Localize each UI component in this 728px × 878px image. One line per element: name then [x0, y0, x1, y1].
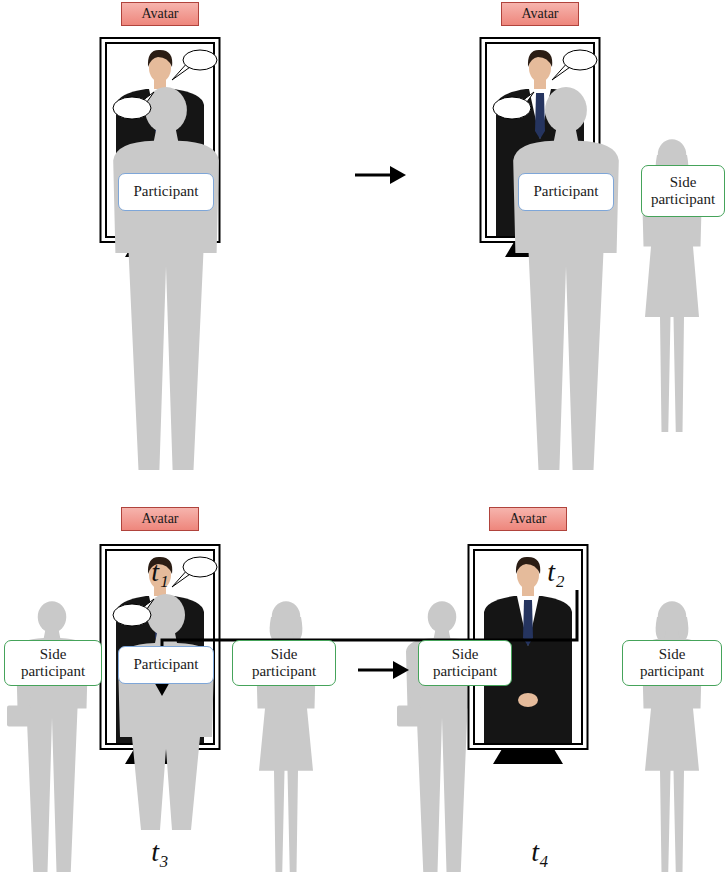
node-label: Side participant: [10, 646, 96, 681]
participant-silhouette: [118, 594, 214, 830]
speech-bubble: [172, 557, 217, 587]
speech-bubble: [172, 50, 217, 80]
time-step-label: t₂: [547, 558, 565, 586]
briefcase: [7, 706, 31, 727]
sequence-arrow-line: [355, 174, 391, 177]
avatar-tie: [535, 93, 545, 139]
speech-bubble: [113, 599, 154, 626]
speech-bubble-body: [113, 604, 151, 626]
participant-label-box: Participant: [118, 173, 214, 211]
silhouette-body: [513, 130, 619, 470]
speech-bubble-body: [493, 97, 531, 119]
briefcase: [397, 706, 421, 727]
panel: [481, 38, 619, 470]
side-participant-label-box: Side participant: [4, 640, 102, 686]
node-label: Participant: [134, 183, 199, 200]
side-participant-label-box: Side participant: [418, 640, 512, 686]
node-label: Side participant: [238, 646, 330, 681]
sequence-arrow-head: [393, 661, 409, 679]
speech-bubble-body: [183, 50, 217, 70]
sequence-arrow-line: [358, 669, 394, 672]
speech-bubble: [552, 50, 597, 80]
node-label: Participant: [134, 656, 199, 673]
node-label: Participant: [534, 183, 599, 200]
node-label: Side participant: [628, 646, 716, 681]
speech-bubble-body: [563, 50, 597, 70]
avatar-hair: [516, 557, 540, 574]
node-label: Side participant: [647, 174, 719, 209]
time-step-label: t₃: [151, 838, 169, 866]
node-label: Avatar: [141, 6, 178, 22]
node-label: Avatar: [521, 6, 558, 22]
silhouette-head: [545, 87, 587, 133]
side-participant-label-box: Side participant: [641, 165, 725, 217]
node-label: Side participant: [424, 646, 506, 681]
sequence-arrow-line: [162, 590, 577, 681]
avatar-hair: [528, 50, 552, 67]
side-participant-label-box: Side participant: [622, 640, 722, 686]
speech-bubble-body: [183, 557, 217, 577]
speech-bubble: [493, 92, 534, 119]
avatar-label-box: Avatar: [121, 2, 199, 26]
avatar-hands: [518, 693, 538, 707]
participant-silhouette: [513, 87, 619, 470]
sequence-arrow-head: [390, 166, 406, 184]
node-label: Avatar: [141, 511, 178, 527]
avatar-label-box: Avatar: [501, 2, 579, 26]
participant-silhouette: [113, 87, 219, 470]
participant-label-box: Participant: [118, 646, 214, 684]
silhouette-head: [428, 601, 457, 633]
panel: [101, 545, 220, 830]
silhouette-body: [118, 633, 214, 830]
silhouette-head: [38, 601, 67, 633]
speech-bubble: [113, 92, 154, 119]
time-step-label: t₁: [151, 558, 169, 586]
speech-bubble-body: [113, 97, 151, 119]
time-step-label: t₄: [531, 838, 549, 866]
silhouette-body: [113, 130, 219, 470]
display-stand: [493, 749, 563, 764]
panel: [101, 38, 220, 470]
node-label: Avatar: [509, 511, 546, 527]
avatar-label-box: Avatar: [489, 507, 567, 531]
avatar-hair: [148, 50, 172, 67]
sequence-arrows: [153, 166, 577, 696]
avatar-label-box: Avatar: [121, 507, 199, 531]
side-participant-label-box: Side participant: [232, 640, 336, 686]
participant-label-box: Participant: [518, 173, 614, 211]
